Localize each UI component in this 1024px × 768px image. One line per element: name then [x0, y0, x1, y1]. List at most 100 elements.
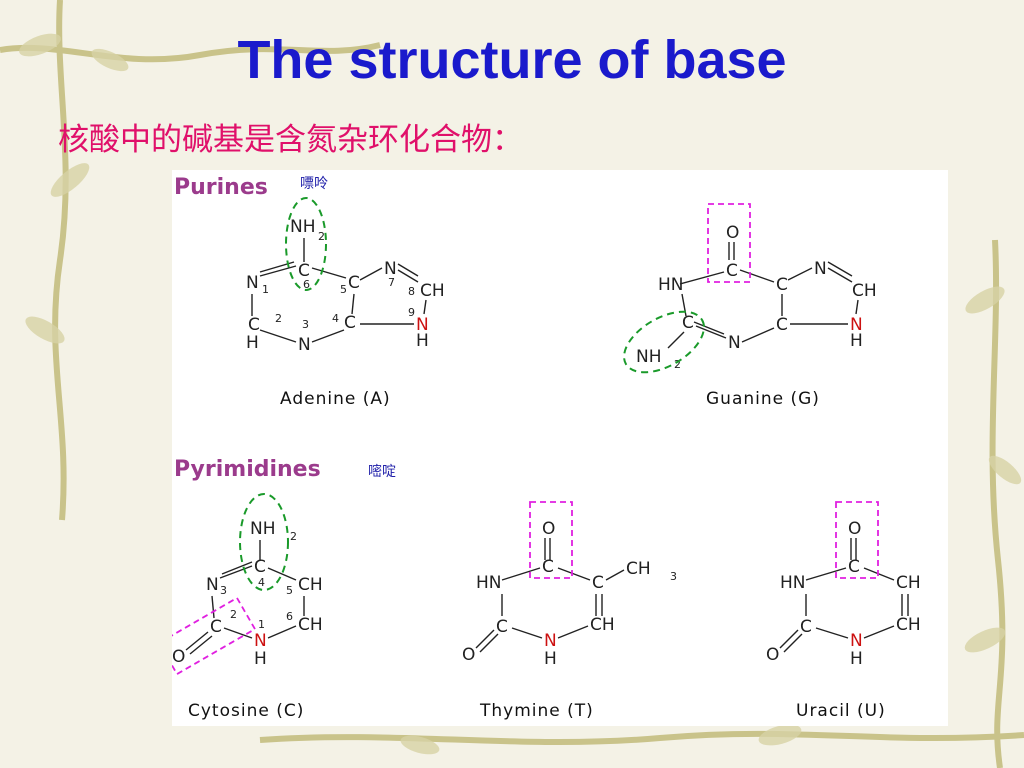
thymine-caption: Thymine (T)	[479, 701, 594, 721]
guanine-carbonyl-highlight	[707, 203, 751, 283]
uracil-c5: CH	[896, 573, 921, 593]
uracil-c2: C	[800, 617, 812, 637]
adenine-num7: 7	[388, 276, 395, 289]
cytosine-c6: CH	[298, 615, 323, 635]
guanine-c5: C	[776, 275, 788, 295]
cytosine-carbonyl-highlight	[172, 596, 257, 676]
adenine-caption: Adenine (A)	[280, 389, 391, 409]
guanine-nh2-sub: 2	[674, 358, 681, 371]
structures-panel: Purines 嘌呤 NH 2 C 6 N 1 C 5 N 7 CH 8 N 9…	[172, 170, 948, 726]
cytosine-nh2-sub: 2	[290, 530, 297, 543]
uracil-o2: O	[766, 645, 779, 665]
uracil-c6: CH	[896, 615, 921, 635]
adenine-c4: C	[344, 313, 356, 333]
pyrimidines-heading: Pyrimidines	[174, 457, 321, 482]
cytosine-structure: NH 2 C 4 N 3 CH 5 C 2 N 1 H CH 6 O	[172, 519, 323, 669]
cytosine-c4: C	[254, 557, 266, 577]
cytosine-num2: 2	[230, 608, 237, 621]
adenine-num9: 9	[408, 306, 415, 319]
purines-heading: Purines	[174, 175, 268, 200]
cytosine-caption: Cytosine (C)	[188, 701, 304, 721]
adenine-structure: NH 2 C 6 N 1 C 5 N 7 CH 8 N 9 H C 4 C 2 …	[246, 217, 445, 355]
thymine-ch3: CH	[626, 559, 651, 579]
adenine-n7: N	[384, 259, 397, 279]
thymine-o2: O	[462, 645, 475, 665]
uracil-n1: N	[850, 631, 863, 651]
uracil-bonds	[779, 567, 909, 653]
cytosine-amino-highlight	[239, 493, 289, 591]
adenine-n1: N	[246, 273, 259, 293]
guanine-o: O	[726, 223, 739, 243]
guanine-h9: H	[850, 331, 863, 351]
slide-title: The structure of base	[237, 30, 787, 90]
purines-note: 嘌呤	[300, 176, 328, 192]
cytosine-h1: H	[254, 649, 267, 669]
adenine-num2: 2	[275, 312, 282, 325]
thymine-ch3-sub: 3	[670, 570, 677, 583]
adenine-num1: 1	[262, 283, 269, 296]
uracil-carbonyl-highlight	[835, 501, 879, 579]
cytosine-bonds	[185, 561, 305, 655]
adenine-num3: 3	[302, 318, 309, 331]
adenine-n9: N	[416, 315, 429, 335]
cytosine-nh2: NH	[250, 519, 276, 539]
cytosine-c2: C	[210, 617, 222, 637]
uracil-o: O	[848, 519, 861, 539]
cytosine-n1: N	[254, 631, 267, 651]
cytosine-c5: CH	[298, 575, 323, 595]
thymine-h1: H	[544, 649, 557, 669]
adenine-c5: C	[348, 273, 360, 293]
adenine-h9: H	[416, 331, 429, 351]
thymine-n1: N	[544, 631, 557, 651]
thymine-o: O	[542, 519, 555, 539]
guanine-bonds	[667, 261, 859, 349]
adenine-nh2: NH	[290, 217, 316, 237]
thymine-carbonyl-highlight	[529, 501, 573, 579]
guanine-c2: C	[682, 313, 694, 333]
adenine-h2: H	[246, 333, 259, 353]
uracil-structure: O C HN CH C N H CH O	[766, 519, 921, 669]
thymine-bonds	[475, 567, 625, 653]
cytosine-o: O	[172, 647, 185, 667]
uracil-hn: HN	[780, 573, 806, 593]
cytosine-num1: 1	[258, 618, 265, 631]
adenine-n3: N	[298, 335, 311, 355]
thymine-c6: CH	[590, 615, 615, 635]
thymine-c2: C	[496, 617, 508, 637]
guanine-structure: O C HN C N CH C NH 2 N C N H	[636, 223, 877, 371]
guanine-nh2: NH	[636, 347, 662, 367]
adenine-num4: 4	[332, 312, 339, 325]
adenine-num8: 8	[408, 285, 415, 298]
cytosine-num6: 6	[286, 610, 293, 623]
guanine-c8: CH	[852, 281, 877, 301]
adenine-bonds	[251, 261, 427, 343]
guanine-n9: N	[850, 315, 863, 335]
adenine-amino-highlight	[285, 197, 327, 291]
adenine-num6: 6	[303, 278, 310, 291]
adenine-nh2-sub: 2	[318, 230, 325, 243]
guanine-caption: Guanine (G)	[706, 389, 820, 409]
guanine-n3: N	[728, 333, 741, 353]
guanine-hn: HN	[658, 275, 684, 295]
cytosine-num4: 4	[258, 576, 265, 589]
pyrimidines-note: 嘧啶	[368, 463, 396, 480]
slide-subtitle: 核酸中的碱基是含氮杂环化合物：	[58, 122, 523, 158]
guanine-c4: C	[776, 315, 788, 335]
cytosine-num5: 5	[286, 584, 293, 597]
uracil-h1: H	[850, 649, 863, 669]
thymine-structure: O C HN C CH 3 C N H CH O	[462, 519, 677, 669]
structures-figure: Purines 嘌呤 NH 2 C 6 N 1 C 5 N 7 CH 8 N 9…	[172, 175, 921, 721]
cytosine-num3: 3	[220, 584, 227, 597]
guanine-c6: C	[726, 261, 738, 281]
guanine-amino-highlight	[623, 310, 705, 374]
adenine-c6: C	[298, 261, 310, 281]
uracil-caption: Uracil (U)	[796, 701, 886, 721]
guanine-n7: N	[814, 259, 827, 279]
thymine-c4: C	[542, 557, 554, 577]
thymine-c5: C	[592, 573, 604, 593]
uracil-c4: C	[848, 557, 860, 577]
adenine-c2: C	[248, 315, 260, 335]
thymine-hn: HN	[476, 573, 502, 593]
cytosine-n3: N	[206, 575, 219, 595]
